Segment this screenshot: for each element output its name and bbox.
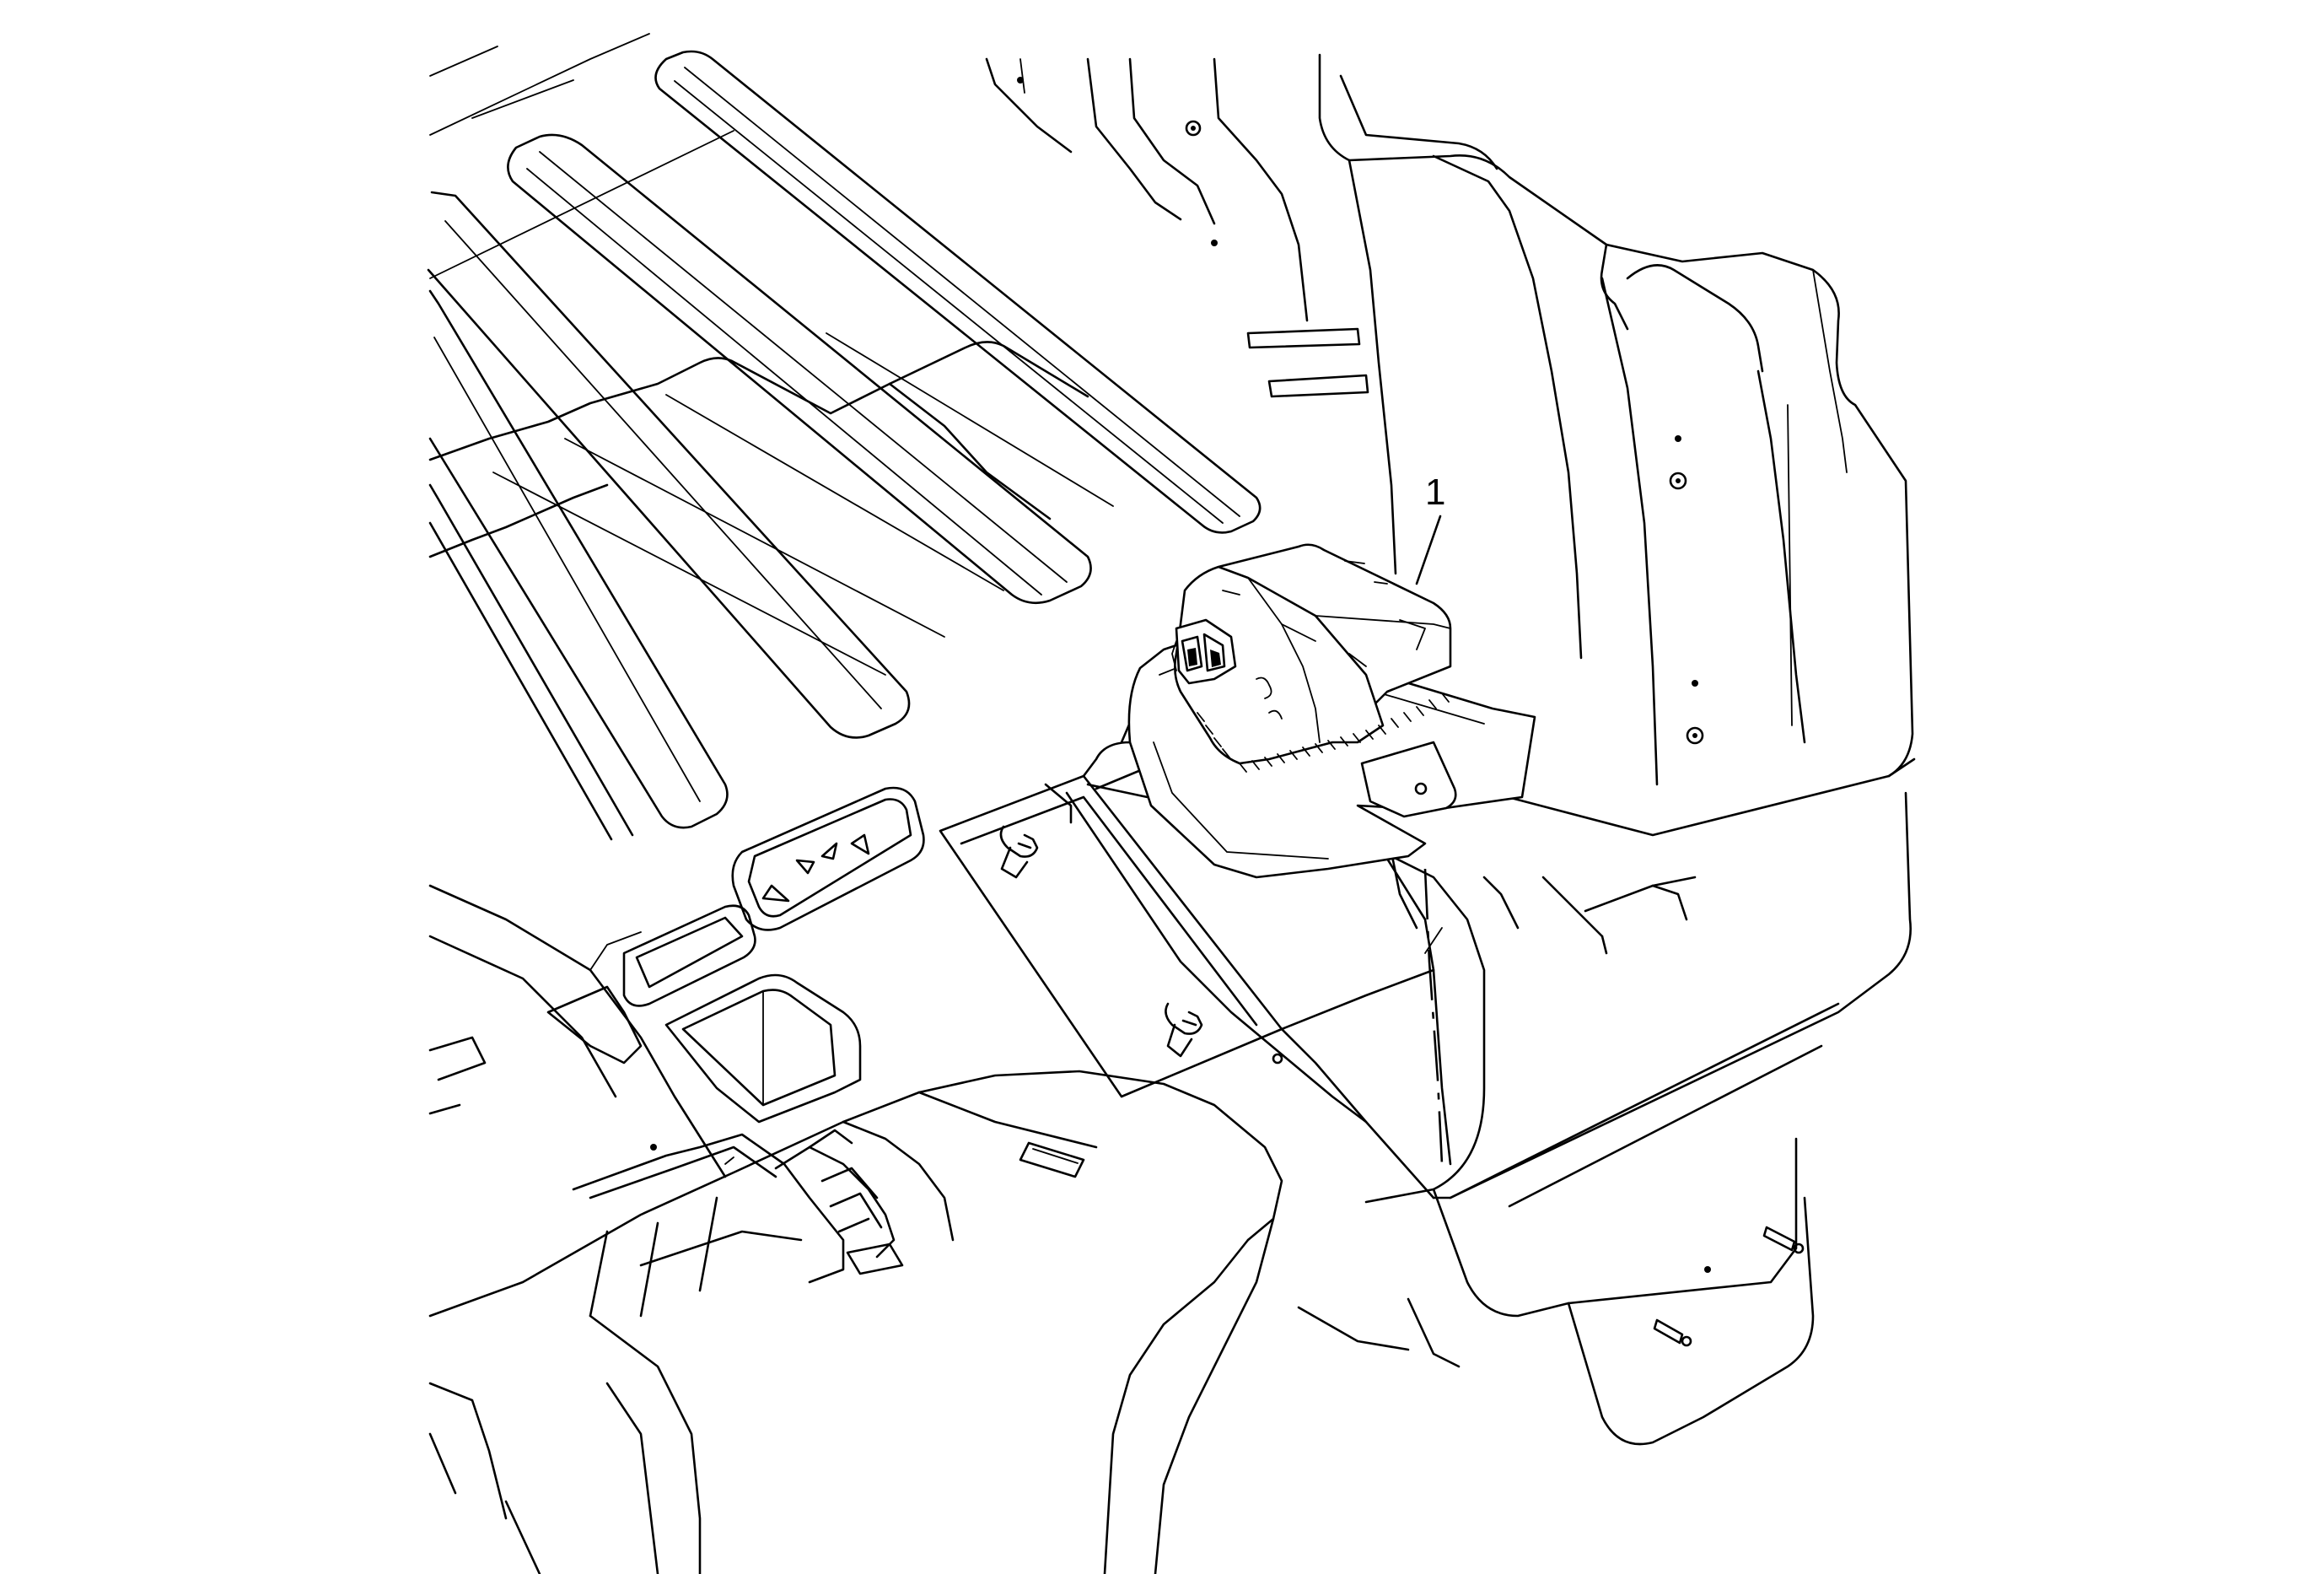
floor-pockets [428, 786, 925, 1124]
module-connector [1171, 618, 1237, 685]
frame-edges [428, 382, 1073, 1178]
side-wall-lower [1364, 842, 1697, 1166]
side-wall-panel [985, 53, 1914, 786]
push-pin-fastener [1165, 1002, 1203, 1058]
module-bracket-tab [1360, 741, 1457, 818]
center-tunnel [428, 1070, 1283, 1574]
push-pin-fastener [999, 825, 1039, 879]
callout-number: 1 [1425, 472, 1445, 513]
floor-pan-ribs [427, 33, 1262, 841]
callout-1: 1 [1415, 472, 1445, 585]
lower-tub [1065, 741, 1916, 1446]
wiring-harness-connectors [572, 1129, 904, 1318]
module-routing-line [1423, 868, 1444, 1165]
callout-leader-line [1415, 515, 1442, 585]
control-module [1127, 543, 1536, 1165]
